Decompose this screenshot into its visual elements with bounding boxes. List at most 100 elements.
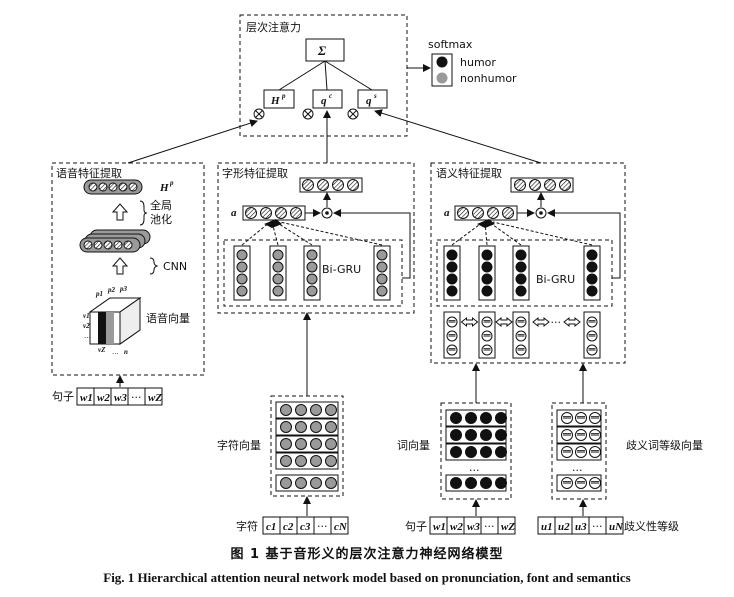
minus-circle-icon <box>589 429 601 441</box>
hatched-circle-icon <box>83 240 93 250</box>
pronunciation-title: 语音特征提取 <box>56 166 122 180</box>
filled-circle-icon <box>446 249 458 261</box>
filled-circle-icon <box>586 261 598 273</box>
gray-circle-icon <box>295 455 307 467</box>
token-text: u1 <box>541 521 553 533</box>
vector-row <box>445 426 507 444</box>
dot-circle-icon <box>535 207 547 219</box>
gray-circle-icon <box>295 404 307 416</box>
hatched-circle-icon <box>502 207 514 219</box>
ambiguity-cell-column <box>583 311 601 359</box>
minus-circle-icon <box>561 446 573 458</box>
hatched-circle-icon <box>103 240 113 250</box>
minus-circle-icon <box>446 316 458 328</box>
gray-circle-icon <box>306 261 318 273</box>
gru-cell-column <box>373 245 391 301</box>
font-input-label: 字符 <box>236 519 258 533</box>
token-box: wZ <box>497 516 516 535</box>
class-nonhumor: nonhumor <box>460 72 517 85</box>
font-attention-label: a <box>231 207 237 219</box>
token-text: wZ <box>501 521 515 533</box>
gru-cell-column <box>233 245 251 301</box>
filled-circle-icon <box>450 412 462 424</box>
filled-circle-icon <box>465 412 477 424</box>
cube-axis-dots: ... <box>84 332 91 340</box>
gray-circle-icon <box>272 261 284 273</box>
ellipsis: ··· <box>469 464 480 477</box>
gru-cell-column <box>512 245 530 301</box>
filled-circle-icon <box>446 285 458 297</box>
minus-circle-icon <box>575 412 587 424</box>
pron-output-sup: p <box>169 179 174 187</box>
gray-circle-icon <box>310 455 322 467</box>
node-font: q <box>321 95 327 107</box>
filled-circle-icon <box>586 285 598 297</box>
filled-circle-icon <box>495 446 507 458</box>
filled-circle-icon <box>480 446 492 458</box>
gray-circle-icon <box>295 477 307 489</box>
gray-circle-icon <box>280 455 292 467</box>
hatched-circle-icon <box>118 182 128 192</box>
cube-axis-v1: v1 <box>83 312 90 320</box>
token-text: w1 <box>433 521 446 533</box>
filled-circle-icon <box>450 446 462 458</box>
semantic-rnn-label: Bi-GRU <box>536 273 575 286</box>
token-box: c3 <box>296 516 315 535</box>
font-module: 字形特征提取 a Bi-GRU <box>217 162 415 314</box>
font-rnn-label: Bi-GRU <box>322 263 361 276</box>
gru-cell-column <box>269 245 287 301</box>
vector-row <box>445 474 507 492</box>
gray-circle-icon <box>306 273 318 285</box>
filled-circle-icon <box>450 477 462 489</box>
token-text: w3 <box>467 521 480 533</box>
hatched-circle-icon <box>347 179 359 191</box>
gray-circle-icon <box>325 421 337 433</box>
token-box: w1 <box>76 387 95 406</box>
minus-circle-icon <box>515 316 527 328</box>
pronunciation-vector-label: 语音向量 <box>146 311 190 325</box>
filled-circle-icon <box>481 261 493 273</box>
gray-circle-icon <box>310 438 322 450</box>
minus-circle-icon <box>575 477 587 489</box>
token-box: w2 <box>93 387 112 406</box>
gray-circle-icon <box>376 261 388 273</box>
hatched-circle-icon <box>302 179 314 191</box>
token-text: c3 <box>300 521 311 533</box>
cube-axis-vz: vZ <box>98 346 106 354</box>
token-box: uN <box>605 516 624 535</box>
token-box: ··· <box>127 387 146 406</box>
otimes-icon <box>302 108 314 120</box>
gray-circle-icon <box>325 477 337 489</box>
ambiguity-vector-label: 歧义词等级向量 <box>626 438 703 452</box>
gray-circle-icon <box>236 261 248 273</box>
gray-circle-icon <box>280 438 292 450</box>
vector-row <box>275 474 339 492</box>
minus-circle-icon <box>446 330 458 342</box>
filled-circle-icon <box>515 261 527 273</box>
gray-circle-icon <box>280 404 292 416</box>
vector-row <box>556 474 602 492</box>
vector-row <box>275 401 339 419</box>
hatched-circle-icon <box>275 207 287 219</box>
cube-axis-dots2: ... <box>112 348 119 356</box>
token-text: w2 <box>97 392 110 404</box>
vector-row <box>275 452 339 470</box>
filled-circle-icon <box>515 273 527 285</box>
token-text: w2 <box>450 521 463 533</box>
token-box: w2 <box>446 516 465 535</box>
hatched-circle-icon <box>98 182 108 192</box>
node-pronunciation-sup: p <box>281 92 286 100</box>
font-title: 字形特征提取 <box>222 166 288 180</box>
ellipsis: ··· <box>572 464 583 477</box>
hatched-circle-icon <box>544 179 556 191</box>
minus-circle-icon <box>515 344 527 356</box>
minus-circle-icon <box>481 316 493 328</box>
hatched-circle-icon <box>123 240 133 250</box>
gray-circle-icon <box>236 249 248 261</box>
hatched-circle-icon <box>457 207 469 219</box>
minus-circle-icon <box>589 446 601 458</box>
filled-circle-icon <box>465 429 477 441</box>
gray-circle-icon <box>280 421 292 433</box>
